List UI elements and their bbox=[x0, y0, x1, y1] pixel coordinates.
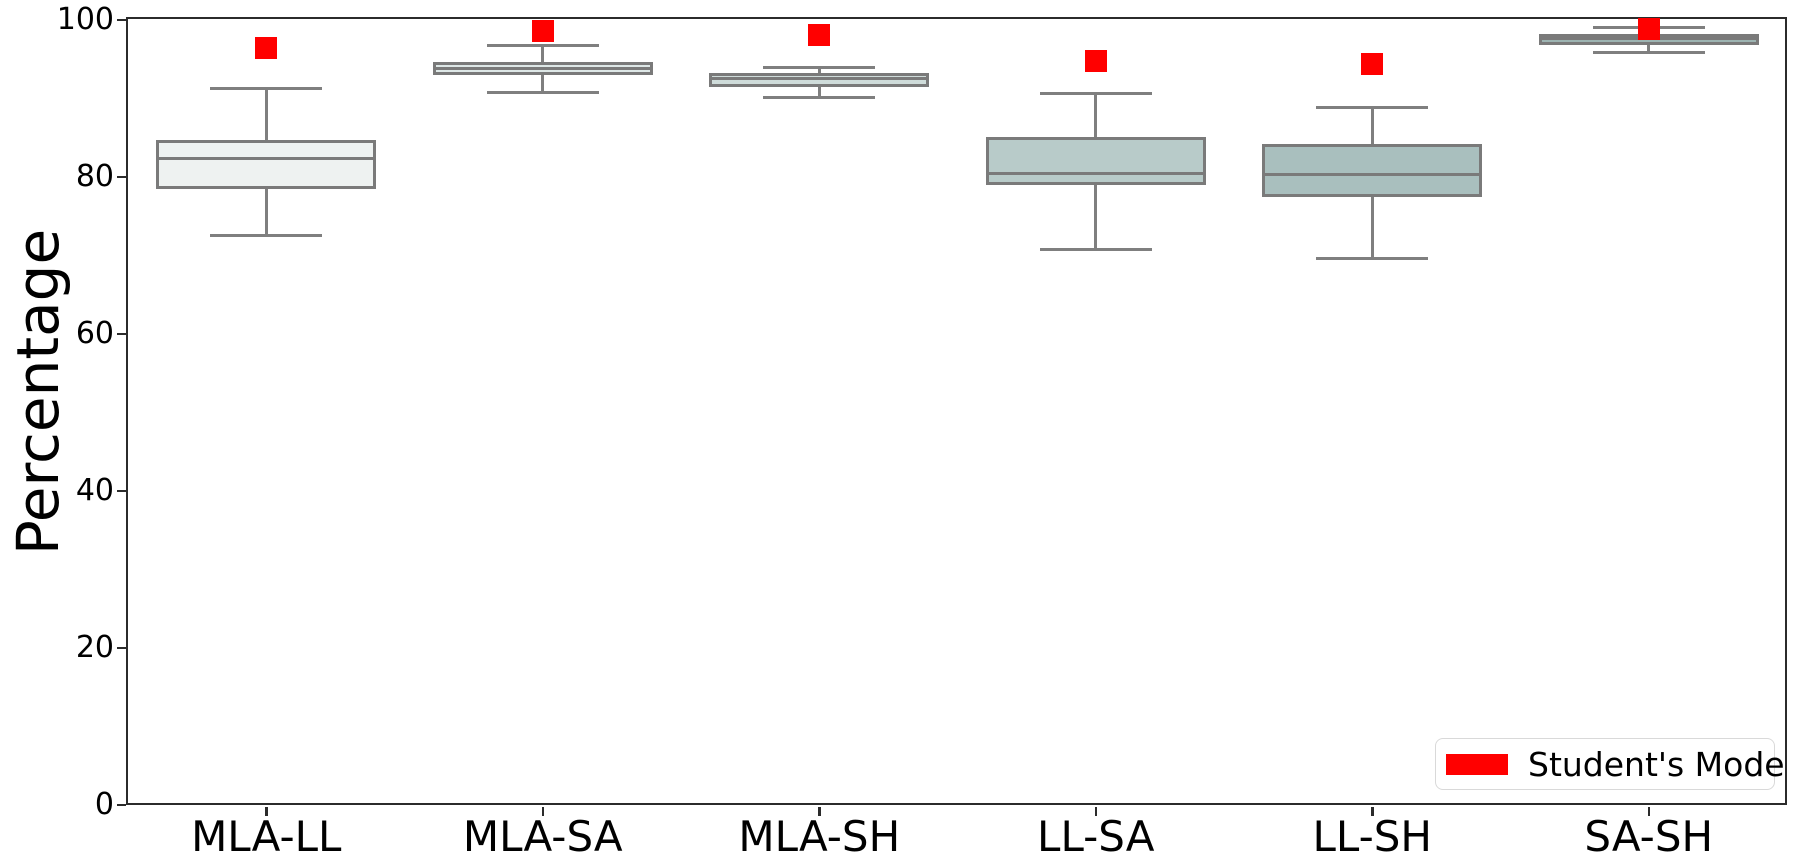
whisker-cap-lower bbox=[1316, 257, 1429, 261]
y-tick-mark bbox=[117, 489, 126, 493]
whisker-lower bbox=[264, 188, 268, 236]
y-tick-mark bbox=[117, 18, 126, 22]
students-mode-marker bbox=[531, 19, 554, 42]
whisker-lower bbox=[817, 86, 821, 98]
y-tick-mark bbox=[117, 646, 126, 650]
whisker-cap-lower bbox=[210, 234, 323, 238]
whisker-cap-lower bbox=[763, 96, 876, 100]
x-tick-label: LL-SA bbox=[1037, 812, 1155, 861]
whisker-upper bbox=[1094, 93, 1098, 137]
x-tick-mark bbox=[1094, 807, 1097, 816]
students-mode-marker bbox=[808, 23, 831, 46]
x-tick-mark bbox=[1371, 807, 1374, 816]
whisker-cap-upper bbox=[486, 43, 599, 47]
median-line bbox=[1262, 173, 1483, 177]
whisker-lower bbox=[541, 74, 545, 93]
x-tick-mark bbox=[541, 807, 544, 816]
legend-marker-swatch bbox=[1446, 753, 1508, 775]
legend-label: Student's Mode bbox=[1528, 744, 1785, 784]
whisker-cap-lower bbox=[1592, 51, 1705, 55]
whisker-upper bbox=[1370, 107, 1374, 145]
y-tick-mark bbox=[117, 175, 126, 179]
median-line bbox=[156, 156, 377, 160]
box bbox=[985, 136, 1206, 185]
whisker-cap-lower bbox=[1039, 247, 1152, 251]
x-tick-mark bbox=[265, 807, 268, 816]
legend: Student's Mode bbox=[1435, 738, 1785, 790]
x-tick-label: MLA-SH bbox=[738, 812, 901, 861]
y-tick-mark bbox=[117, 332, 126, 336]
whisker-cap-upper bbox=[1039, 91, 1152, 95]
x-tick-label: LL-SH bbox=[1312, 812, 1432, 861]
y-tick-label: 100 bbox=[56, 2, 114, 37]
median-line bbox=[709, 77, 930, 81]
whisker-lower bbox=[1370, 196, 1374, 259]
x-tick-mark bbox=[1647, 807, 1650, 816]
x-tick-label: MLA-LL bbox=[191, 812, 342, 861]
y-tick-label: 40 bbox=[75, 473, 114, 508]
students-mode-marker bbox=[1637, 18, 1660, 41]
y-tick-label: 80 bbox=[75, 159, 114, 194]
whisker-cap-upper bbox=[763, 65, 876, 69]
box bbox=[156, 140, 377, 189]
whisker-cap-upper bbox=[1316, 106, 1429, 110]
x-tick-label: MLA-SA bbox=[462, 812, 623, 861]
students-mode-marker bbox=[255, 37, 278, 60]
median-line bbox=[432, 67, 653, 71]
y-tick-label: 0 bbox=[94, 787, 114, 822]
y-tick-label: 60 bbox=[75, 316, 114, 351]
whisker-upper bbox=[264, 88, 268, 141]
box bbox=[1262, 144, 1483, 197]
whisker-lower bbox=[1647, 45, 1651, 53]
plot-area bbox=[126, 17, 1787, 805]
y-tick-label: 20 bbox=[75, 630, 114, 665]
whisker-cap-upper bbox=[210, 86, 323, 90]
whisker-upper bbox=[541, 45, 545, 63]
y-tick-mark bbox=[117, 803, 126, 807]
whisker-cap-lower bbox=[486, 90, 599, 94]
whisker-lower bbox=[1094, 184, 1098, 250]
x-tick-mark bbox=[818, 807, 821, 816]
students-mode-marker bbox=[1084, 49, 1107, 72]
whisker-upper bbox=[817, 67, 821, 74]
x-tick-label: SA-SH bbox=[1584, 812, 1714, 861]
median-line bbox=[985, 172, 1206, 176]
students-mode-marker bbox=[1361, 52, 1384, 75]
